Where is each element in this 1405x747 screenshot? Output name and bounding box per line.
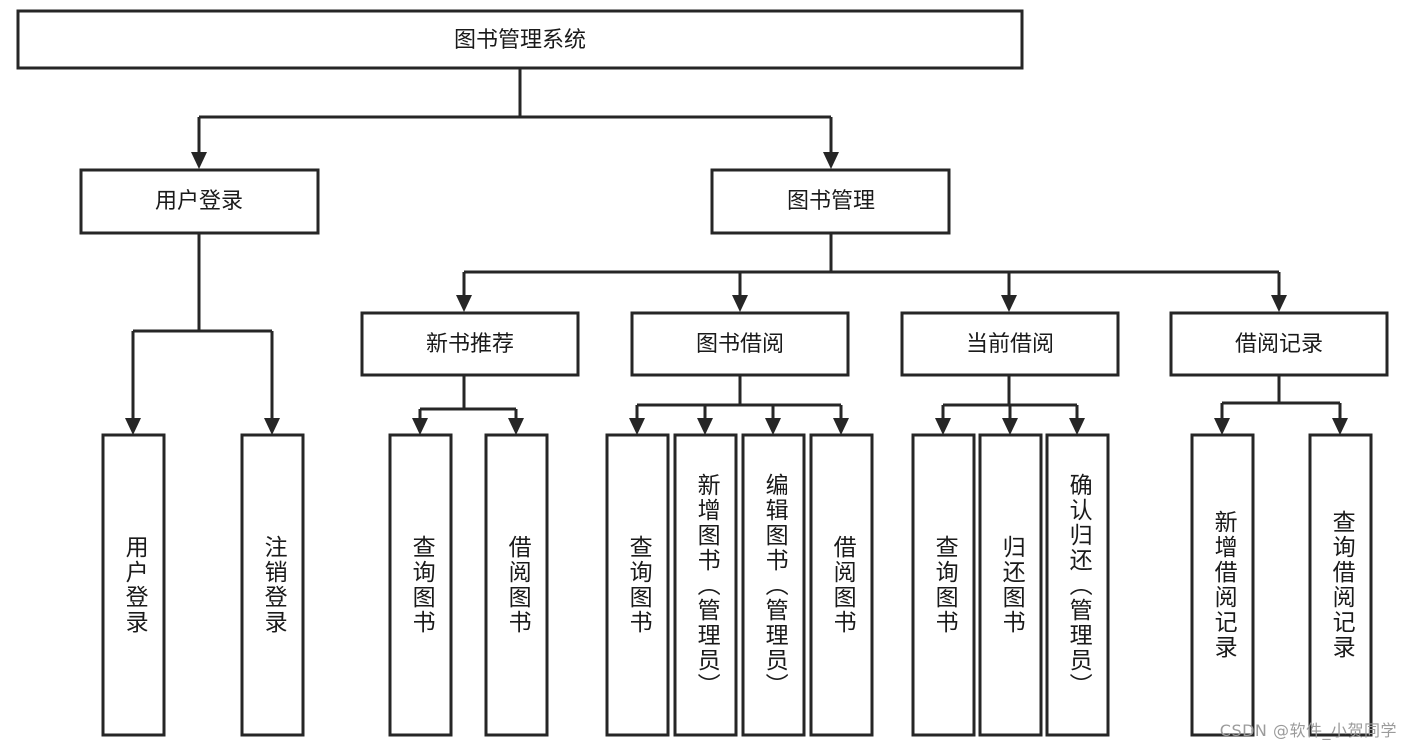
leaf-box-add-record[interactable] bbox=[1190, 433, 1255, 737]
node-borrow-record-box[interactable] bbox=[1169, 311, 1389, 377]
node-book-manage-box[interactable] bbox=[710, 168, 951, 235]
node-book-borrow[interactable]: 图书借阅 bbox=[630, 311, 850, 377]
arrowhead-leaf-query-book-1 bbox=[412, 418, 428, 435]
node-book-manage[interactable]: 图书管理 bbox=[710, 168, 951, 235]
leaf-box-query-book-3[interactable] bbox=[911, 433, 976, 737]
node-current-borrow-label: 当前借阅 bbox=[966, 332, 1054, 357]
arrowhead-borrow-record bbox=[1271, 295, 1287, 312]
node-book-borrow-label: 图书借阅 bbox=[696, 332, 784, 357]
arrowhead-leaf-query-book-3 bbox=[935, 418, 951, 435]
arrowhead-leaf-add-book bbox=[697, 418, 713, 435]
connector-group-borrow-record bbox=[1214, 375, 1348, 435]
connector-group-user-login bbox=[125, 233, 280, 435]
arrowhead-leaf-borrow-book-2 bbox=[833, 418, 849, 435]
node-new-book-recommend[interactable]: 新书推荐 bbox=[360, 311, 580, 377]
arrowhead-new-book-recommend bbox=[456, 295, 472, 312]
arrowhead-leaf-borrow-book-1 bbox=[508, 418, 524, 435]
node-user-login[interactable]: 用户登录 bbox=[79, 168, 320, 235]
arrowhead-leaf-logout-login bbox=[264, 418, 280, 435]
arrowhead-current-borrow bbox=[1001, 295, 1017, 312]
node-book-borrow-box[interactable] bbox=[630, 311, 850, 377]
leaf-box-add-book[interactable] bbox=[673, 433, 738, 737]
connector-group-current-borrow bbox=[935, 375, 1085, 435]
node-user-login-box[interactable] bbox=[79, 168, 320, 235]
node-root[interactable]: 图书管理系统 bbox=[16, 9, 1024, 70]
connector-group-book-manage bbox=[456, 233, 1287, 312]
arrowhead-book-borrow bbox=[732, 295, 748, 312]
leaf-box-query-record[interactable] bbox=[1308, 433, 1373, 737]
connector-group-book-borrow bbox=[629, 375, 849, 435]
node-user-login-label: 用户登录 bbox=[155, 189, 243, 214]
node-borrow-record-label: 借阅记录 bbox=[1235, 332, 1323, 357]
leaf-box-confirm-return[interactable] bbox=[1045, 433, 1110, 737]
leaf-box-borrow-book-1[interactable] bbox=[484, 433, 549, 737]
connector-group-root bbox=[191, 68, 839, 169]
node-new-book-recommend-box[interactable] bbox=[360, 311, 580, 377]
node-root-box[interactable] bbox=[16, 9, 1024, 70]
node-current-borrow-box[interactable] bbox=[900, 311, 1120, 377]
leaf-box-return-book[interactable] bbox=[978, 433, 1043, 737]
leaf-box-borrow-book-2[interactable] bbox=[809, 433, 874, 737]
node-borrow-record[interactable]: 借阅记录 bbox=[1169, 311, 1389, 377]
leaf-box-query-book-2[interactable] bbox=[605, 433, 670, 737]
arrowhead-leaf-confirm-return bbox=[1069, 418, 1085, 435]
arrowhead-leaf-user-login bbox=[125, 418, 141, 435]
watermark-text: CSDN @软件_小贺同学 bbox=[1219, 721, 1397, 740]
node-book-manage-label: 图书管理 bbox=[787, 189, 875, 214]
arrowhead-leaf-query-book-2 bbox=[629, 418, 645, 435]
arrowhead-user-login bbox=[191, 152, 207, 169]
node-current-borrow[interactable]: 当前借阅 bbox=[900, 311, 1120, 377]
arrowhead-book-manage bbox=[823, 152, 839, 169]
leaf-box-edit-book[interactable] bbox=[741, 433, 806, 737]
leaf-box-query-book-1[interactable] bbox=[388, 433, 453, 737]
arrowhead-leaf-add-record bbox=[1214, 418, 1230, 435]
leaf-box-logout-login[interactable] bbox=[240, 433, 305, 737]
node-root-label: 图书管理系统 bbox=[454, 28, 586, 53]
node-new-book-recommend-label: 新书推荐 bbox=[426, 332, 514, 357]
arrowhead-leaf-return-book bbox=[1002, 418, 1018, 435]
connector-group-new-book-recommend bbox=[412, 375, 524, 435]
arrowhead-leaf-edit-book bbox=[765, 418, 781, 435]
arrowhead-leaf-query-record bbox=[1332, 418, 1348, 435]
leaf-box-user-login[interactable] bbox=[101, 433, 166, 737]
